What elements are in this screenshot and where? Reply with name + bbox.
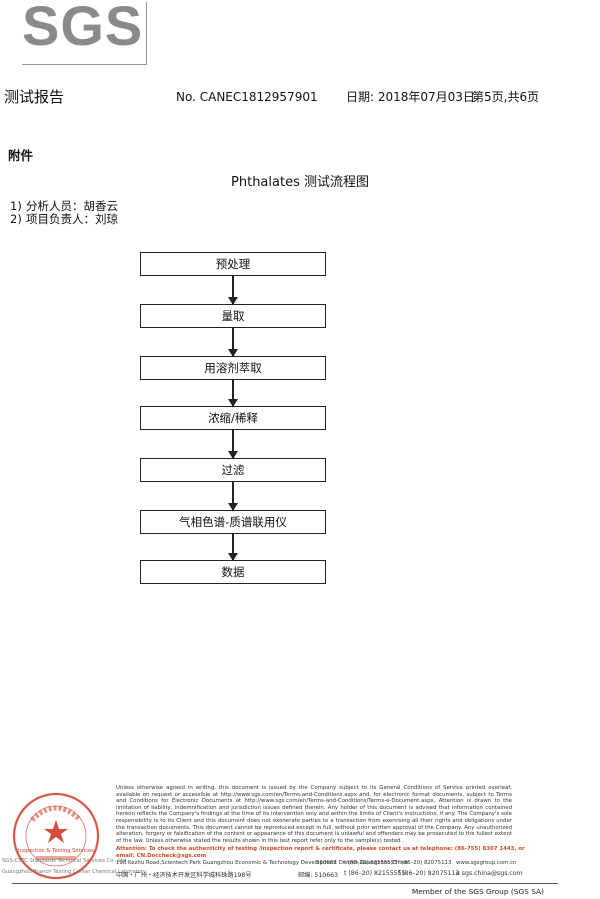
list-number: 2) bbox=[10, 212, 22, 226]
flow-arrow bbox=[228, 276, 238, 305]
telephone: t (86–20) 82155555 bbox=[344, 870, 406, 877]
appendix-heading: 附件 bbox=[8, 148, 34, 163]
flow-step-solvent-extraction: 用溶剂萃取 bbox=[140, 356, 326, 380]
staff-line-analyst: 1) 分析人员：胡香云 bbox=[10, 200, 118, 213]
seal-lab-name: Guangzhou Branch Testing Center Chemical… bbox=[2, 869, 147, 875]
postcode-en: 510663 bbox=[316, 860, 337, 866]
logo-divider-horizontal bbox=[22, 64, 147, 65]
seal-caption: Inspection & Testing Services bbox=[18, 848, 94, 854]
flow-arrow bbox=[228, 328, 238, 357]
flow-arrow bbox=[228, 534, 238, 561]
staff-text: 项目负责人：刘琼 bbox=[26, 212, 118, 226]
postcode-cn: 邮编: 510663 bbox=[298, 872, 339, 879]
address-en: 198 Kezhu Road,Scientech Park Guangzhou … bbox=[116, 860, 408, 866]
website: www.sgsgroup.com.cn bbox=[456, 860, 517, 866]
flow-step-data: 数据 bbox=[140, 560, 326, 584]
telephone: t (86–20) 82155555 bbox=[344, 860, 398, 866]
sgs-logo: SGS bbox=[22, 0, 147, 65]
staff-text: 分析人员：胡香云 bbox=[26, 199, 118, 213]
email: e sgs.china@sgs.com bbox=[456, 870, 523, 877]
company-seal-stamp: Inspection & Testing Services bbox=[12, 792, 100, 880]
report-date: 日期: 2018年07月03日 bbox=[346, 90, 475, 104]
seal-company-name: SGS-CSTC Standards Technical Services Co… bbox=[2, 858, 128, 864]
member-statement: Member of the SGS Group (SGS SA) bbox=[411, 887, 544, 896]
fax: f (86–20) 82075113 bbox=[398, 870, 460, 877]
logo-text: SGS bbox=[22, 0, 144, 57]
report-number: No. CANEC1812957901 bbox=[176, 90, 318, 104]
fax: f (86–20) 82075113 bbox=[398, 860, 452, 866]
flow-step-filter: 过滤 bbox=[140, 458, 326, 482]
flow-arrow bbox=[228, 482, 238, 511]
staff-line-manager: 2) 项目负责人：刘琼 bbox=[10, 213, 118, 226]
flow-step-concentrate-dilute: 浓缩/稀释 bbox=[140, 406, 326, 430]
flow-arrow bbox=[228, 430, 238, 459]
authenticity-notice: Attention: To check the authenticity of … bbox=[116, 846, 525, 859]
flowchart-title: Phthalates 测试流程图 bbox=[231, 175, 369, 190]
flow-step-gcms: 气相色谱-质谱联用仪 bbox=[140, 510, 326, 534]
flow-arrow bbox=[228, 380, 238, 407]
page-number: 第5页,共6页 bbox=[472, 90, 540, 104]
flow-step-pretreatment: 预处理 bbox=[140, 252, 326, 276]
address-cn: 中国・广州・经济技术开发区科学城科珠路198号 bbox=[116, 872, 252, 879]
flow-step-measure: 量取 bbox=[140, 304, 326, 328]
footer-divider bbox=[12, 883, 558, 884]
list-number: 1) bbox=[10, 199, 22, 213]
legal-disclaimer: Unless otherwise agreed in writing, this… bbox=[116, 785, 512, 844]
logo-divider-vertical bbox=[146, 2, 147, 64]
report-title: 测试报告 bbox=[4, 88, 65, 106]
